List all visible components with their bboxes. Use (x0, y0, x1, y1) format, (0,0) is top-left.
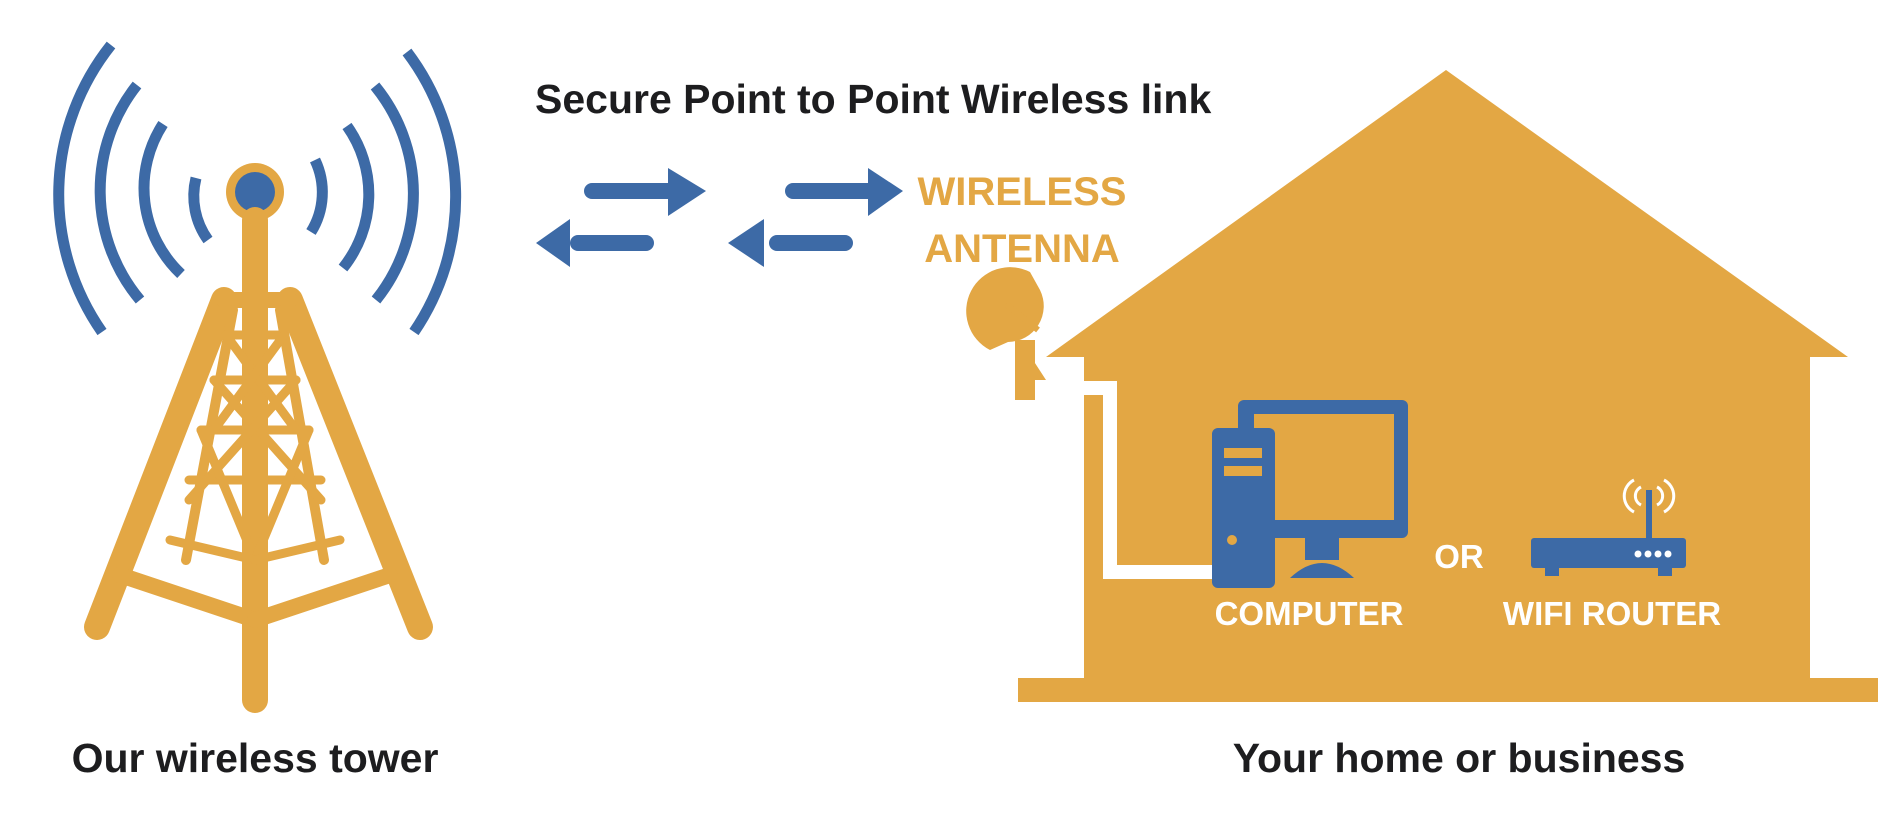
or-label: OR (1434, 538, 1484, 575)
antenna-label-line1: WIRELESS (918, 170, 1127, 214)
computer-label: COMPUTER (1215, 595, 1404, 632)
router-label: WIFI ROUTER (1503, 595, 1721, 632)
house-icon (1018, 70, 1878, 702)
exchange-arrows-icon (536, 168, 903, 267)
home-caption: Your home or business (1233, 735, 1686, 781)
tower-caption: Our wireless tower (72, 735, 439, 781)
computer-icon (1212, 400, 1408, 588)
satellite-dish-icon (966, 267, 1046, 400)
link-title: Secure Point to Point Wireless link (535, 76, 1211, 122)
tower-icon (53, 41, 462, 713)
signal-waves-icon (53, 41, 462, 336)
antenna-label-line2: ANTENNA (924, 227, 1120, 271)
router-icon (1531, 478, 1686, 576)
